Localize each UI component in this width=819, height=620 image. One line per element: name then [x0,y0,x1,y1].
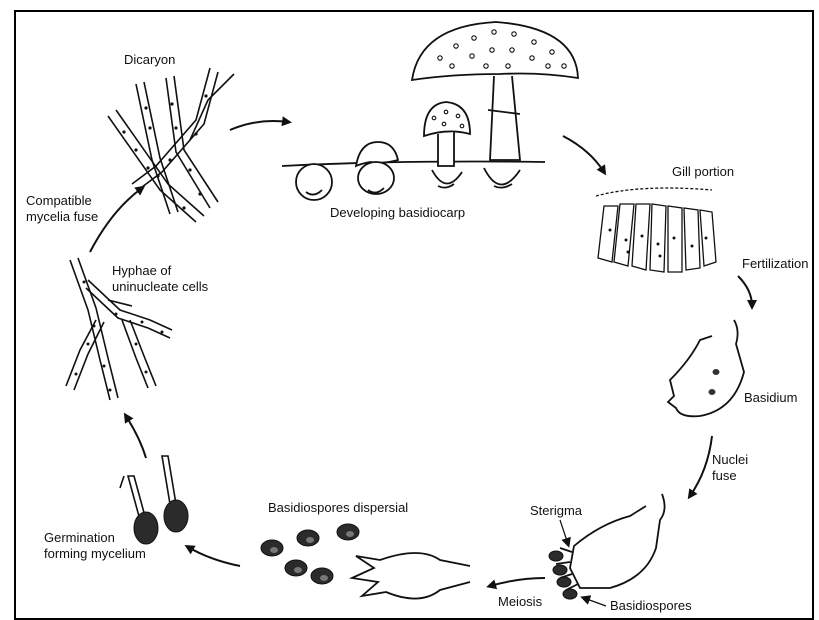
label-sterigma: Sterigma [530,503,582,519]
arrow-dicaryon-to-basidiocarp [230,121,288,130]
dispersed-spores [261,524,359,584]
arrow-germination-to-hyphae [126,416,146,458]
label-fertilization: Fertilization [742,256,808,272]
arrow-basidium-to-nuclei-fuse [690,436,712,496]
arrow-to-germination [188,547,240,566]
label-germination-line2: forming mycelium [44,546,146,562]
label-hyphae-line1: Hyphae of [112,263,171,279]
arrow-gill-to-basidium [738,276,752,306]
label-basidiospores: Basidiospores [610,598,692,614]
label-basidium: Basidium [744,390,797,406]
label-compatible-line1: Compatible [26,193,92,209]
label-meiosis: Meiosis [498,594,542,610]
arrow-meiosis [490,578,545,586]
label-compatible-line2: mycelia fuse [26,209,98,225]
label-basidiospores-dispersial: Basidiospores dispersial [268,500,408,516]
label-nuclei-fuse-line1: Nuclei [712,452,748,468]
arrow-basidiocarp-to-gill [563,136,604,172]
empty-basidium [352,553,470,599]
gill-portion [596,188,716,272]
label-hyphae-line2: uninucleate cells [112,279,208,295]
label-nuclei-fuse-line2: fuse [712,468,737,484]
developing-basidiocarp [282,22,578,200]
label-gill-portion: Gill portion [672,164,734,180]
label-dicaryon: Dicaryon [124,52,175,68]
label-germination-line1: Germination [44,530,115,546]
basidium [668,320,744,416]
label-developing-basidiocarp: Developing basidiocarp [330,205,465,221]
dicaryon-hyphae [108,68,234,222]
